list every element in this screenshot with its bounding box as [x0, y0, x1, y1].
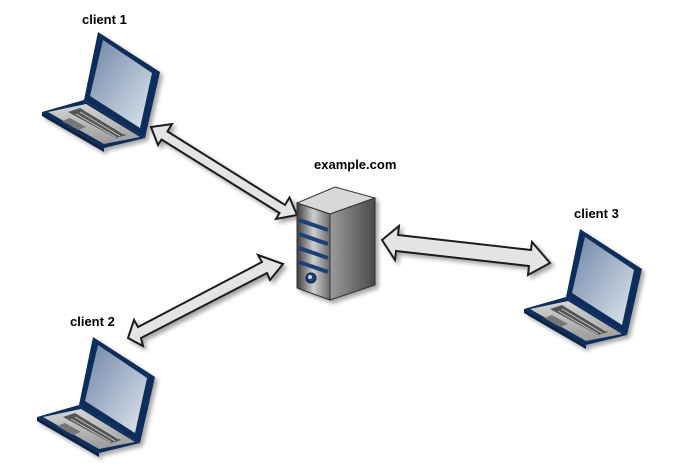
arrow-server-client3	[380, 223, 552, 277]
client-3-label: client 3	[574, 206, 619, 221]
arrow-client1-server	[149, 122, 299, 221]
client-2-label: client 2	[70, 314, 115, 329]
laptop-icon	[523, 228, 643, 350]
connection-arrows	[126, 122, 552, 348]
client-1-label: client 1	[82, 12, 127, 27]
arrow-client2-server	[126, 253, 285, 348]
laptop-icon	[36, 336, 156, 458]
server-label: example.com	[314, 157, 397, 172]
server-icon	[295, 186, 377, 301]
laptop-icon	[41, 31, 161, 153]
